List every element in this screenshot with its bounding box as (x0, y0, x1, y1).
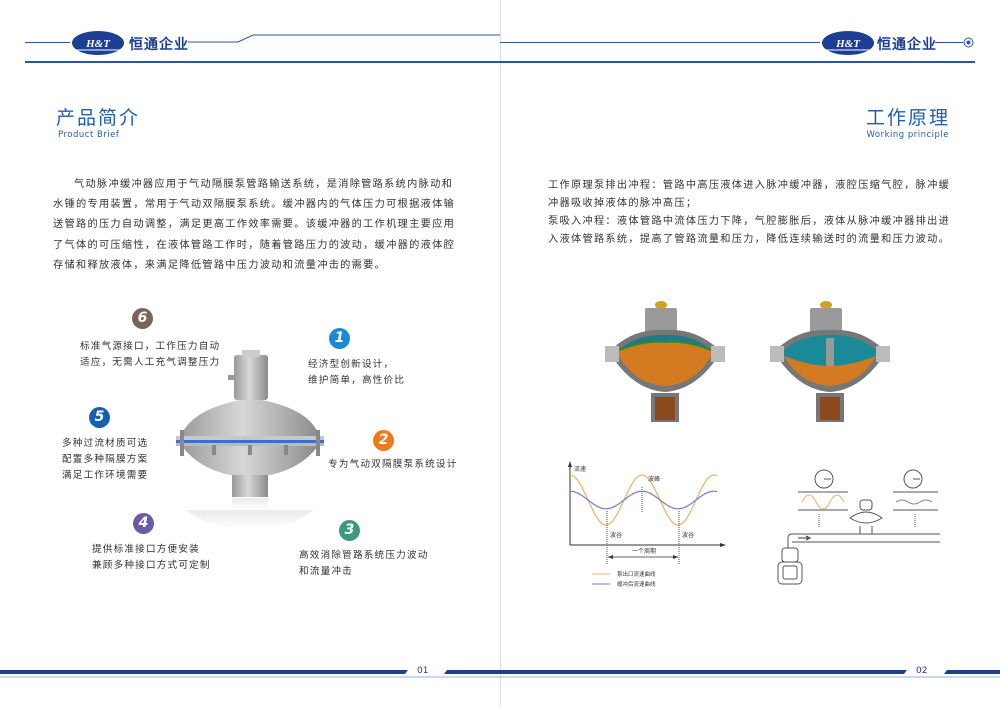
section-title: 产品简介 (56, 107, 141, 129)
feature-number-4: 4 (133, 513, 154, 534)
section-subtitle: Working principle (866, 130, 949, 140)
system-schematic (777, 469, 940, 585)
peak-label: 波峰 (648, 475, 660, 483)
principle-paragraph: 泵吸入冲程：液体管路中流体压力下降，气腔膨胀后，液体从脉冲缓冲器排出进入液体管路… (548, 216, 951, 245)
feature-number-1: 1 (329, 328, 350, 349)
brand-logo: H&T (72, 31, 124, 55)
feature-1-text: 经济型创新设计，维护简单，高性价比 (308, 359, 406, 386)
header-line (25, 42, 70, 43)
feature-number-3: 3 (339, 520, 360, 541)
intro-paragraph: 气动脉冲缓冲器应用于气动隔膜泵管路输送系统，是消除管路系统内脉动和水锤的专用装置… (53, 179, 456, 271)
page-fold (500, 0, 501, 707)
feature-5-text: 多种过流材质可选配置多种隔膜方案满足工作环境需要 (62, 438, 149, 481)
feature-3-text: 高效消除管路系统压力波动和流量冲击 (299, 550, 429, 577)
section-subtitle: Product Brief (58, 130, 120, 140)
header-line (188, 34, 500, 43)
legend-label: 缓冲后流速曲线 (617, 580, 656, 588)
page-number: 01 (417, 666, 429, 676)
brand-name: 恒通企业 (129, 37, 189, 53)
page-number: 02 (916, 666, 928, 676)
header-line (935, 42, 963, 43)
feature-6-text: 标准气源接口，工作压力自动适应，无需人工充气调整压力 (80, 341, 221, 368)
header-rule (500, 61, 975, 63)
series-pump-outlet (569, 474, 718, 526)
target-dot-icon (963, 37, 974, 48)
product-image (176, 350, 324, 530)
y-axis-label: 流速 (574, 465, 586, 473)
feature-4-text: 提供标准接口方便安装兼顾多种接口方式可定制 (92, 544, 211, 571)
svg-text:H&T: H&T (85, 38, 111, 50)
feature-number-6: 6 (132, 308, 153, 329)
feature-2-text: 专为气动双隔膜泵系统设计 (328, 459, 458, 470)
feature-number-2: 2 (373, 430, 394, 451)
header-rule (25, 61, 500, 63)
discharge-stroke-diagram (605, 301, 725, 422)
principle-paragraph: 工作原理泵排出冲程：管路中高压液体进入脉冲缓冲器，液腔压缩气腔，脉冲缓冲器吸收掉… (548, 180, 951, 209)
principle-text: 工作原理泵排出冲程：管路中高压液体进入脉冲缓冲器，液腔压缩气腔，脉冲缓冲器吸收掉… (548, 177, 958, 249)
header-line (500, 42, 820, 43)
brand-logo: H&T (822, 31, 874, 55)
period-label: 一个周期 (632, 547, 656, 555)
trough-label: 波谷 (610, 531, 622, 539)
legend-label: 泵出口流速曲线 (617, 570, 656, 578)
feature-number-5: 5 (89, 407, 110, 428)
section-title: 工作原理 (865, 107, 950, 129)
suction-stroke-diagram (770, 301, 890, 422)
trough-label: 波谷 (682, 531, 694, 539)
brand-name: 恒通企业 (877, 37, 937, 53)
flow-rate-chart: 流速 波峰 波谷 波谷 一个周期 泵出口流速曲线 缓冲后流速曲线 (568, 461, 726, 588)
svg-text:H&T: H&T (835, 38, 861, 50)
series-buffered (570, 490, 718, 510)
footer-bar (0, 670, 1000, 678)
